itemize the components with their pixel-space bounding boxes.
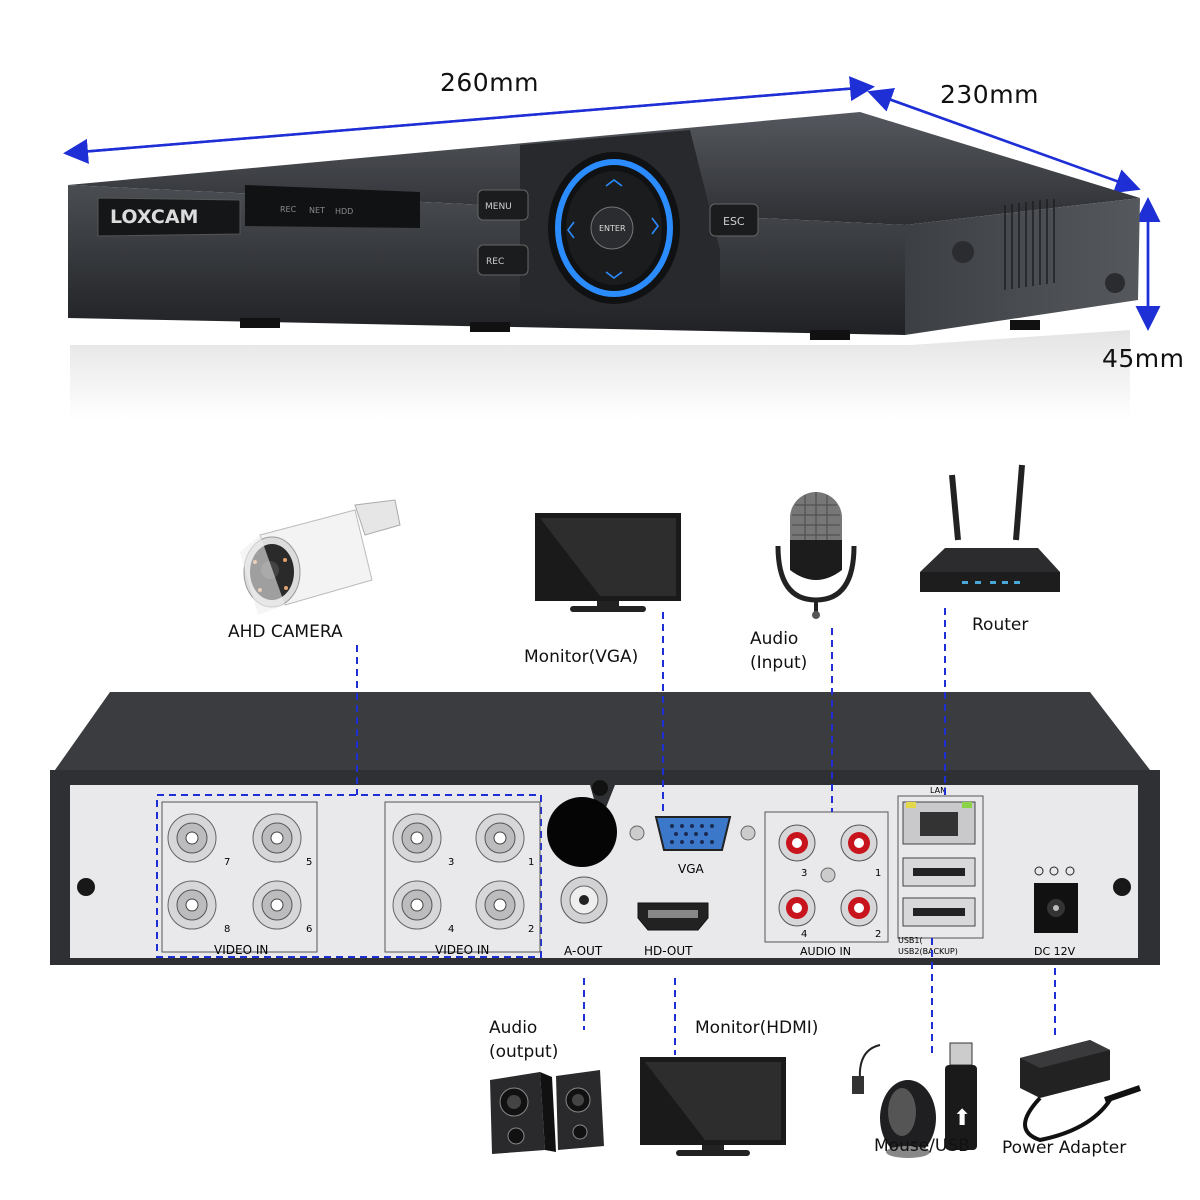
bnc-connectors (167, 813, 525, 930)
svg-text:⬆: ⬆ (953, 1106, 971, 1131)
width-label: 260mm (440, 68, 539, 97)
svg-text:7: 7 (224, 857, 230, 868)
up-arrow-icon (605, 179, 623, 187)
svg-text:HD-OUT: HD-OUT (644, 944, 693, 958)
dvr-rear-top (55, 692, 1150, 770)
connection-lines (356, 608, 1056, 1058)
down-arrow-icon (605, 271, 623, 279)
depth-label: 230mm (940, 80, 1039, 109)
enter-button[interactable] (590, 206, 634, 250)
power-adapter-icon (1020, 1040, 1141, 1143)
rec-button[interactable] (477, 244, 529, 276)
hdmi-monitor-icon (640, 1057, 786, 1156)
svg-text:REC: REC (486, 257, 504, 267)
svg-text:MENU: MENU (485, 202, 512, 212)
audio-in-ports (778, 824, 878, 927)
svg-text:USB1(: USB1( (898, 936, 923, 945)
mouse-icon (852, 1044, 936, 1158)
left-arrow-icon (567, 221, 575, 239)
audio-output-label-1: Audio (489, 1018, 538, 1038)
esc-button[interactable] (709, 203, 759, 237)
audio-input-label-1: Audio (750, 629, 799, 649)
svg-text:3: 3 (448, 857, 454, 868)
svg-text:USB2(BACKUP): USB2(BACKUP) (898, 947, 958, 956)
speaker-icon (490, 1070, 604, 1154)
svg-text:2: 2 (528, 924, 534, 935)
svg-text:LAN: LAN (930, 786, 946, 795)
hdmi-monitor-label: Monitor(HDMI) (695, 1018, 819, 1038)
svg-text:ENTER: ENTER (599, 224, 626, 233)
height-label: 45mm (1102, 344, 1185, 373)
vga-monitor-label: Monitor(VGA) (524, 647, 639, 667)
svg-text:1: 1 (875, 868, 881, 879)
vga-monitor-icon (535, 513, 681, 612)
svg-text:REC: REC (280, 205, 297, 214)
camera-label: AHD CAMERA (228, 622, 343, 642)
svg-text:HDD: HDD (335, 207, 353, 216)
microphone-icon (775, 492, 857, 619)
svg-text:5: 5 (306, 857, 312, 868)
svg-text:2: 2 (875, 929, 881, 940)
svg-text:4: 4 (448, 924, 454, 935)
a-out-port (560, 876, 608, 924)
dvr-side (905, 198, 1140, 335)
audio-input-label-2: (Input) (750, 653, 808, 673)
svg-text:NET: NET (309, 206, 325, 215)
mouse-usb-label: Mouse/USB (874, 1136, 970, 1156)
router-icon (920, 464, 1060, 592)
svg-text:AUDIO IN: AUDIO IN (800, 945, 851, 958)
dc-polarity-icon (1034, 866, 1075, 876)
svg-text:VGA: VGA (678, 862, 705, 876)
right-arrow-icon (651, 217, 659, 235)
connection-diagram: 7 5 8 6 3 1 4 2 VIDEO IN VIDEO IN A-OUT … (50, 464, 1160, 1158)
audio-output-label-2: (output) (489, 1042, 559, 1062)
video-in-label-left: VIDEO IN (214, 943, 268, 957)
router-label: Router (972, 615, 1029, 635)
usb-stick-icon: ⬆ (945, 1042, 977, 1150)
vga-port (654, 816, 732, 851)
blank-port-cover (547, 797, 617, 867)
svg-text:A-OUT: A-OUT (564, 944, 603, 958)
svg-text:DC 12V: DC 12V (1034, 945, 1076, 958)
front-view-illustration: LOXCAM REC NET HDD MENU REC ENTER ESC (63, 76, 1161, 420)
svg-text:4: 4 (801, 929, 807, 940)
svg-text:3: 3 (801, 868, 807, 879)
svg-text:6: 6 (306, 924, 312, 935)
svg-text:1: 1 (528, 857, 534, 868)
power-adapter-label: Power Adapter (1002, 1138, 1127, 1158)
menu-button[interactable] (477, 189, 529, 221)
svg-text:ESC: ESC (723, 215, 745, 228)
video-in-label-right: VIDEO IN (435, 943, 489, 957)
svg-text:8: 8 (224, 924, 230, 935)
brand-logo: LOXCAM (110, 206, 198, 228)
camera-icon (240, 499, 401, 615)
